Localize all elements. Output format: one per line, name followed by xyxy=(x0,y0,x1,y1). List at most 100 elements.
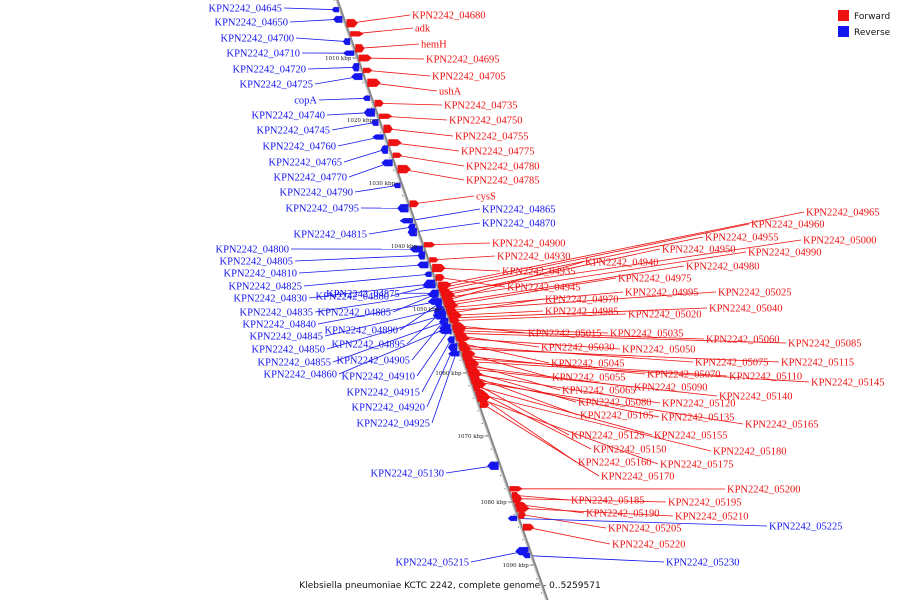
gene-feature-KPN2242_05155[interactable] xyxy=(473,382,482,392)
gene-label-KPN2242_05000[interactable]: KPN2242_05000 xyxy=(803,236,877,247)
gene-feature-KPN2242_04710[interactable] xyxy=(342,50,355,56)
gene-label-KPN2242_05035[interactable]: KPN2242_05035 xyxy=(610,329,684,340)
gene-label-KPN2242_05160[interactable]: KPN2242_05160 xyxy=(578,458,652,469)
gene-label-KPN2242_04840[interactable]: KPN2242_04840 xyxy=(242,320,316,331)
gene-label-KPN2242_04945[interactable]: KPN2242_04945 xyxy=(507,283,581,294)
gene-feature-KPN2242_04855[interactable] xyxy=(438,318,449,326)
gene-label-KPN2242_04815[interactable]: KPN2242_04815 xyxy=(293,230,367,241)
gene-feature-KPN2242_04865[interactable] xyxy=(399,218,413,224)
gene-label-KPN2242_04975[interactable]: KPN2242_04975 xyxy=(618,274,692,285)
gene-feature-KPN2242_04805[interactable] xyxy=(417,251,426,260)
gene-label-KPN2242_05150[interactable]: KPN2242_05150 xyxy=(593,445,667,456)
gene-feature-KPN2242_04935[interactable] xyxy=(432,263,446,273)
gene-feature-KPN2242_04910[interactable] xyxy=(438,328,452,335)
gene-feature-KPN2242_04795[interactable] xyxy=(397,204,409,213)
gene-feature-KPN2242_04825[interactable] xyxy=(424,271,432,278)
gene-label-KPN2242_04760[interactable]: KPN2242_04760 xyxy=(262,142,336,153)
gene-label-KPN2242_05125[interactable]: KPN2242_05125 xyxy=(571,431,645,442)
gene-feature-KPN2242_05205[interactable] xyxy=(518,510,526,519)
gene-feature-KPN2242_04880[interactable] xyxy=(422,283,436,289)
gene-label-KPN2242_04865[interactable]: KPN2242_04865 xyxy=(482,205,556,216)
legend-item-reverse[interactable]: Reverse xyxy=(838,26,891,38)
gene-feature-KPN2242_04785[interactable] xyxy=(397,164,411,174)
gene-label-KPN2242_05110[interactable]: KPN2242_05110 xyxy=(729,372,802,383)
gene-feature-KPN2242_05170[interactable] xyxy=(479,401,490,408)
gene-label-KPN2242_04970[interactable]: KPN2242_04970 xyxy=(545,295,619,306)
gene-feature-KPN2242_04760[interactable] xyxy=(372,134,384,140)
gene-label-cysS[interactable]: cysS xyxy=(476,192,496,203)
gene-feature-KPN2242_04775[interactable] xyxy=(388,139,402,147)
gene-label-KPN2242_04710[interactable]: KPN2242_04710 xyxy=(226,49,300,60)
gene-label-KPN2242_05185[interactable]: KPN2242_05185 xyxy=(571,496,645,507)
gene-label-KPN2242_05230[interactable]: KPN2242_05230 xyxy=(666,558,740,569)
gene-feature-KPN2242_05195[interactable] xyxy=(512,494,523,503)
gene-label-KPN2242_04770[interactable]: KPN2242_04770 xyxy=(273,173,347,184)
gene-label-KPN2242_04910[interactable]: KPN2242_04910 xyxy=(341,372,415,383)
gene-feature-KPN2242_05130[interactable] xyxy=(487,461,499,470)
gene-label-KPN2242_05015[interactable]: KPN2242_05015 xyxy=(528,329,602,340)
gene-label-KPN2242_04965[interactable]: KPN2242_04965 xyxy=(806,208,880,219)
gene-feature-KPN2242_04930[interactable] xyxy=(429,257,439,263)
gene-label-KPN2242_04745[interactable]: KPN2242_04745 xyxy=(256,126,330,137)
gene-feature-copA[interactable] xyxy=(362,95,371,101)
gene-feature-KPN2242_04650[interactable] xyxy=(333,15,343,23)
gene-label-KPN2242_04705[interactable]: KPN2242_04705 xyxy=(432,72,506,83)
gene-feature-KPN2242_04745[interactable] xyxy=(371,119,379,126)
gene-feature-KPN2242_04680[interactable] xyxy=(346,19,358,28)
gene-label-KPN2242_05155[interactable]: KPN2242_05155 xyxy=(654,431,728,442)
gene-label-KPN2242_05175[interactable]: KPN2242_05175 xyxy=(660,460,734,471)
gene-label-KPN2242_04875[interactable]: KPN2242_04875 xyxy=(326,289,400,300)
gene-label-KPN2242_05210[interactable]: KPN2242_05210 xyxy=(675,512,749,523)
gene-feature-KPN2242_05115[interactable] xyxy=(460,346,472,352)
gene-label-KPN2242_04895[interactable]: KPN2242_04895 xyxy=(331,340,405,351)
gene-label-KPN2242_04725[interactable]: KPN2242_04725 xyxy=(239,80,313,91)
gene-label-KPN2242_04780[interactable]: KPN2242_04780 xyxy=(466,162,540,173)
gene-label-KPN2242_05055[interactable]: KPN2242_05055 xyxy=(552,373,626,384)
gene-label-KPN2242_05205[interactable]: KPN2242_05205 xyxy=(608,524,682,535)
gene-feature-KPN2242_04750[interactable] xyxy=(379,113,393,119)
gene-feature-KPN2242_04700[interactable] xyxy=(342,38,351,45)
gene-feature-KPN2242_04765[interactable] xyxy=(380,145,389,154)
gene-label-KPN2242_04700[interactable]: KPN2242_04700 xyxy=(220,34,294,45)
gene-label-KPN2242_04825[interactable]: KPN2242_04825 xyxy=(228,282,302,293)
gene-feature-KPN2242_04755[interactable] xyxy=(383,124,393,133)
gene-label-KPN2242_04915[interactable]: KPN2242_04915 xyxy=(346,388,420,399)
gene-label-KPN2242_05115[interactable]: KPN2242_05115 xyxy=(781,358,854,369)
gene-label-KPN2242_05120[interactable]: KPN2242_05120 xyxy=(662,399,736,410)
gene-label-KPN2242_04930[interactable]: KPN2242_04930 xyxy=(497,252,571,263)
gene-label-KPN2242_04645[interactable]: KPN2242_04645 xyxy=(208,4,282,15)
gene-feature-KPN2242_05210[interactable] xyxy=(516,504,530,512)
gene-label-KPN2242_05165[interactable]: KPN2242_05165 xyxy=(745,420,819,431)
gene-label-KPN2242_04755[interactable]: KPN2242_04755 xyxy=(455,132,529,143)
gene-label-KPN2242_04860[interactable]: KPN2242_04860 xyxy=(263,370,337,381)
gene-label-adk[interactable]: adk xyxy=(415,24,431,35)
gene-label-KPN2242_05025[interactable]: KPN2242_05025 xyxy=(718,288,792,299)
gene-label-KPN2242_04845[interactable]: KPN2242_04845 xyxy=(249,332,323,343)
gene-feature-cysS[interactable] xyxy=(409,200,420,208)
gene-label-KPN2242_04850[interactable]: KPN2242_04850 xyxy=(251,345,325,356)
gene-label-KPN2242_04795[interactable]: KPN2242_04795 xyxy=(285,204,359,215)
gene-label-KPN2242_05085[interactable]: KPN2242_05085 xyxy=(788,339,862,350)
gene-feature-KPN2242_05220[interactable] xyxy=(522,523,535,531)
gene-label-KPN2242_04750[interactable]: KPN2242_04750 xyxy=(449,116,523,127)
gene-label-KPN2242_04650[interactable]: KPN2242_04650 xyxy=(214,18,288,29)
gene-label-KPN2242_05090[interactable]: KPN2242_05090 xyxy=(634,383,708,394)
gene-feature-KPN2242_05175[interactable] xyxy=(478,396,486,403)
gene-feature-adk[interactable] xyxy=(350,31,364,37)
gene-label-KPN2242_04740[interactable]: KPN2242_04740 xyxy=(251,111,325,122)
gene-feature-KPN2242_04780[interactable] xyxy=(392,152,403,158)
gene-label-KPN2242_04950[interactable]: KPN2242_04950 xyxy=(662,245,736,256)
gene-label-KPN2242_05225[interactable]: KPN2242_05225 xyxy=(769,522,843,533)
gene-feature-KPN2242_04740[interactable] xyxy=(363,108,376,117)
gene-feature-KPN2242_04900[interactable] xyxy=(424,242,436,248)
gene-label-KPN2242_05195[interactable]: KPN2242_05195 xyxy=(668,498,742,509)
gene-label-KPN2242_04855[interactable]: KPN2242_04855 xyxy=(257,358,331,369)
gene-label-KPN2242_04920[interactable]: KPN2242_04920 xyxy=(351,403,425,414)
gene-label-KPN2242_05065[interactable]: KPN2242_05065 xyxy=(562,386,636,397)
gene-label-KPN2242_04990[interactable]: KPN2242_04990 xyxy=(748,248,822,259)
gene-label-KPN2242_04680[interactable]: KPN2242_04680 xyxy=(412,11,486,22)
gene-label-KPN2242_04925[interactable]: KPN2242_04925 xyxy=(356,419,430,430)
gene-label-KPN2242_04995[interactable]: KPN2242_04995 xyxy=(625,288,699,299)
gene-label-copA[interactable]: copA xyxy=(294,96,317,107)
gene-label-KPN2242_05220[interactable]: KPN2242_05220 xyxy=(612,540,686,551)
